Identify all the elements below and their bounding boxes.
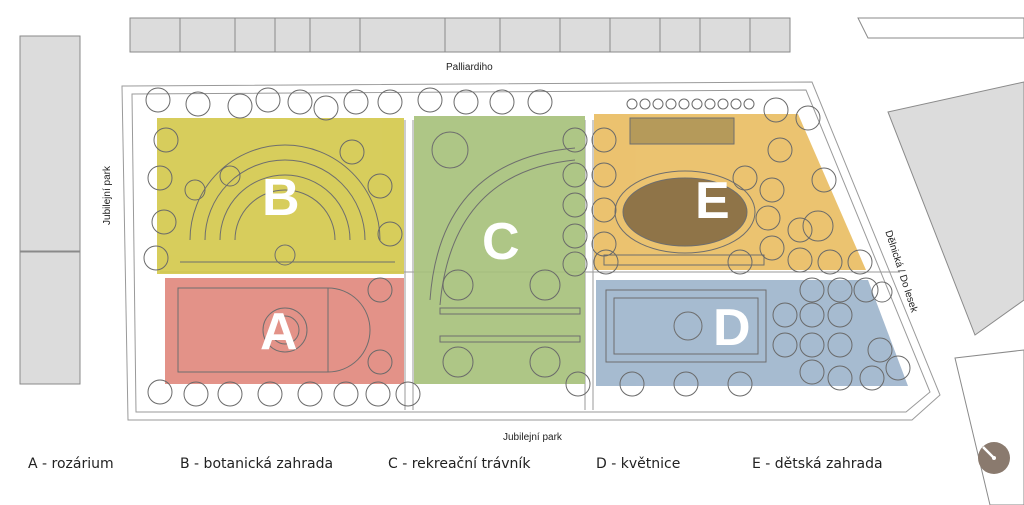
street-label-left: Jubilejní park (101, 166, 113, 225)
legend-item-c: C - rekreační trávník (388, 456, 531, 472)
zone-label-e: E (695, 172, 730, 230)
legend-item-b: B - botanická zahrada (180, 456, 334, 472)
legend-item-d: D - květnice (596, 456, 681, 472)
zone-b-area (157, 118, 404, 274)
zone-label-a: A (260, 303, 298, 361)
legend-item-a: A - rozárium (28, 456, 114, 472)
zone-a-area (165, 278, 404, 384)
zone-label-c: C (482, 213, 520, 271)
zone-label-b: B (262, 169, 300, 227)
street-label-bottom: Jubilejní park (503, 432, 562, 443)
zone-c-area (414, 116, 585, 384)
north-arrow-icon (978, 442, 1010, 474)
street-label-top: Palliardiho (446, 62, 493, 73)
zone-details (177, 117, 767, 373)
legend-item-e: E - dětská zahrada (752, 456, 883, 472)
zone-label-d: D (713, 299, 751, 357)
trees (143, 87, 911, 407)
zone-d-area (596, 280, 908, 386)
